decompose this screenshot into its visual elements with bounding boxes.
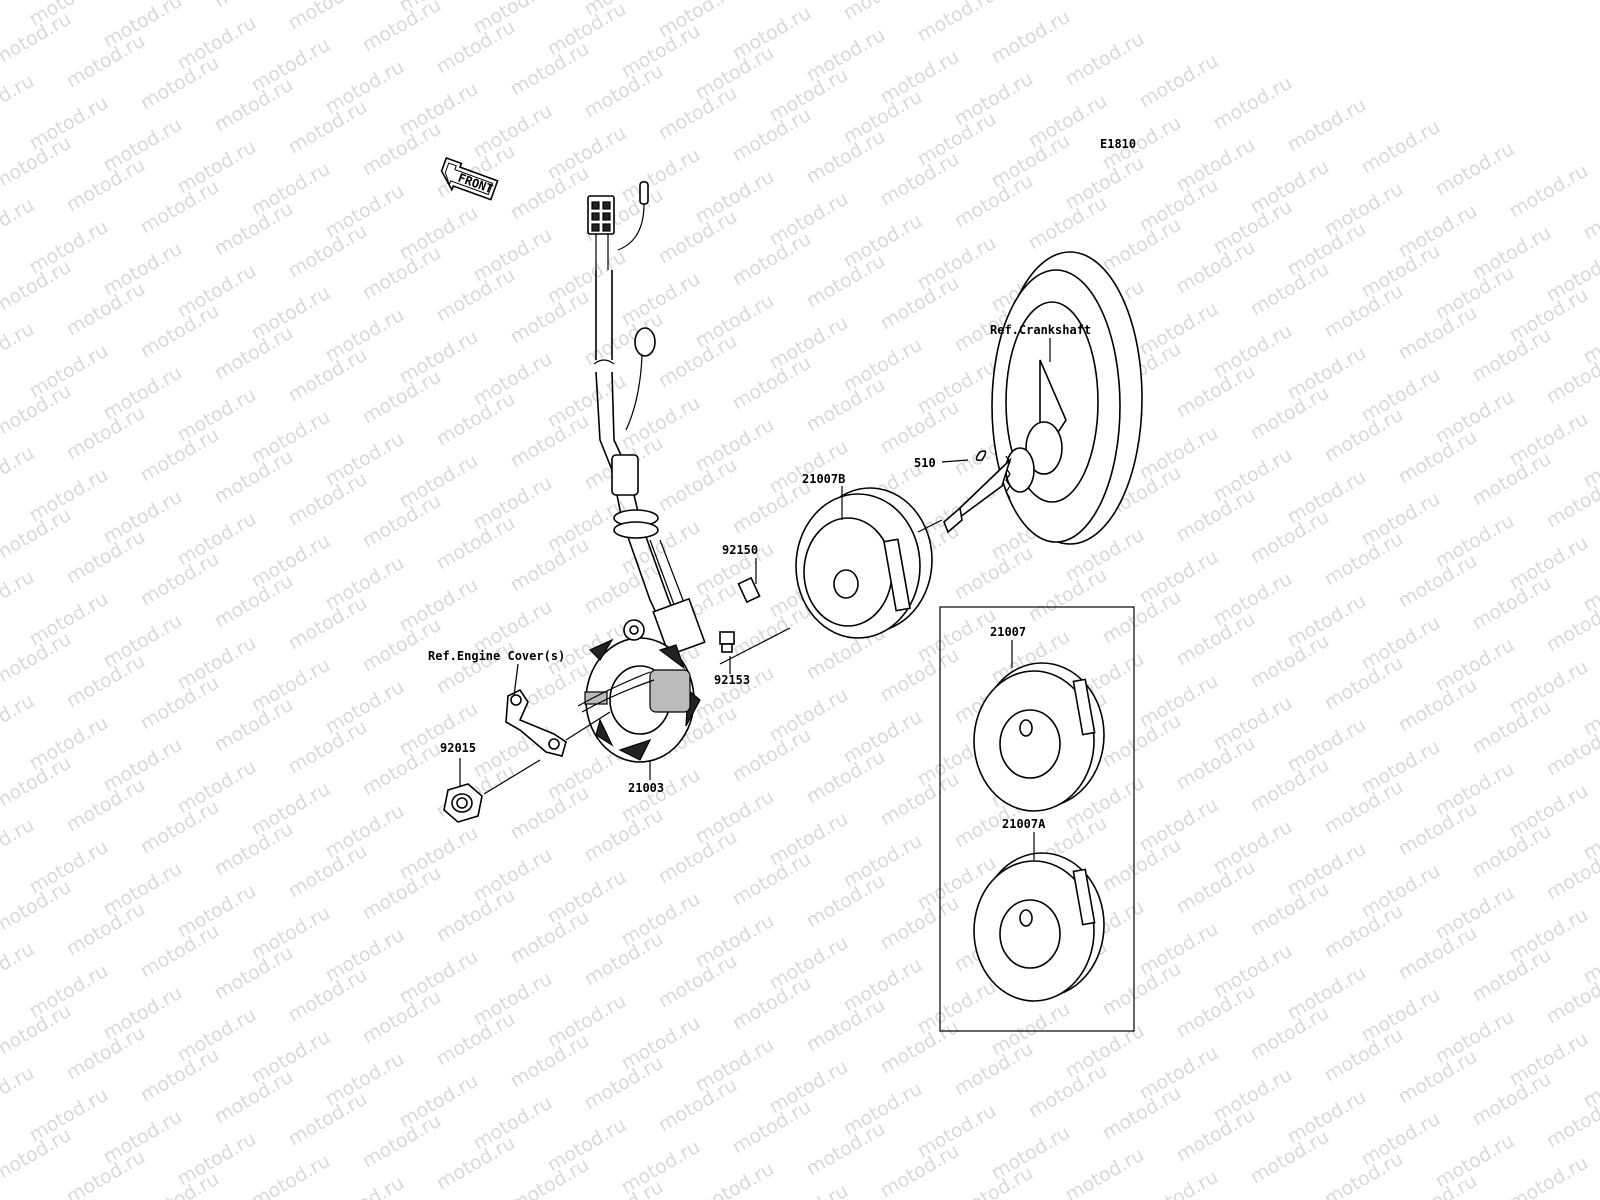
watermark-text: motod.ru	[1506, 1152, 1592, 1200]
label-92150: 92150	[722, 543, 758, 557]
watermark-text: motod.ru	[0, 606, 1, 669]
rotor-21007	[973, 662, 1105, 812]
watermark-text: motod.ru	[322, 1172, 408, 1200]
watermark-text: motod.ru	[0, 358, 1, 421]
crankshaft	[943, 251, 1143, 545]
watermark-text: motod.ru	[1284, 94, 1370, 157]
watermark-text: motod.ru	[1580, 182, 1600, 245]
label-92153: 92153	[714, 673, 750, 687]
watermark-text: motod.ru	[1062, 28, 1148, 91]
stator-bracket	[505, 688, 567, 757]
watermark-text: motod.ru	[1432, 138, 1518, 201]
watermark-text: motod.ru	[248, 1150, 334, 1200]
watermark-text: motod.ru	[0, 854, 1, 917]
nut-92015	[443, 783, 483, 823]
watermark-text: motod.ru	[0, 938, 38, 1001]
label-21003: 21003	[628, 781, 664, 795]
bolt-92153	[719, 631, 735, 653]
bolt-92150	[701, 576, 761, 613]
leader-lines	[459, 338, 1051, 860]
watermark-text: motod.ru	[0, 1102, 1, 1165]
watermark-text: motod.ru	[0, 690, 38, 753]
watermark-text: motod.ru	[0, 730, 1, 793]
wiring-harness	[587, 181, 706, 657]
label-21007B: 21007B	[802, 472, 845, 486]
watermark-text: motod.ru	[0, 814, 38, 877]
watermark-text: motod.ru	[840, 0, 926, 24]
watermark-text: motod.ru	[1136, 1166, 1222, 1200]
watermark-text: motod.ru	[988, 6, 1074, 69]
label-ref-crankshaft: Ref.Crankshaft	[990, 323, 1091, 337]
watermark-text: motod.ru	[0, 1062, 38, 1125]
watermark-text: motod.ru	[0, 482, 1, 545]
rotor-21007A	[973, 852, 1105, 1002]
label-ref-engine-cover: Ref.Engine Cover(s)	[428, 649, 565, 663]
watermark-text: motod.ru	[766, 1180, 852, 1200]
watermark-text: motod.ru	[0, 110, 1, 173]
watermark-text: motod.ru	[0, 70, 38, 133]
watermark-text: motod.ru	[211, 0, 297, 12]
watermark-text: motod.ru	[0, 318, 38, 381]
watermark-text: motod.ru	[766, 0, 852, 2]
label-510: 510	[914, 456, 936, 470]
stator-21003	[577, 619, 701, 763]
watermark-text: motod.ru	[692, 1158, 778, 1200]
watermark-text: motod.ru	[285, 0, 371, 34]
watermark-text: motod.ru	[0, 978, 1, 1041]
watermark-text: motod.ru	[1358, 116, 1444, 179]
rotor-21007B	[795, 487, 933, 639]
watermark-text: motod.ru	[0, 0, 1, 48]
watermark-text: motod.ru	[1210, 72, 1296, 135]
watermark-text: motod.ru	[1136, 50, 1222, 113]
label-92015: 92015	[440, 741, 476, 755]
watermark-text: motod.ru	[1506, 160, 1592, 223]
watermark-text: motod.ru	[1062, 1144, 1148, 1200]
watermark-text: motod.ru	[0, 194, 38, 257]
rotor-variants-box	[939, 606, 1135, 1032]
label-21007A: 21007A	[1002, 817, 1046, 831]
watermark-text: motod.ru	[0, 442, 38, 505]
diagram-code: E1810	[1100, 137, 1136, 151]
label-21007: 21007	[990, 625, 1026, 639]
watermark-text: motod.ru	[1580, 1174, 1600, 1200]
watermark-text: motod.ru	[914, 0, 1000, 46]
watermark-text: motod.ru	[0, 234, 1, 297]
watermark-text: motod.ru	[0, 566, 38, 629]
